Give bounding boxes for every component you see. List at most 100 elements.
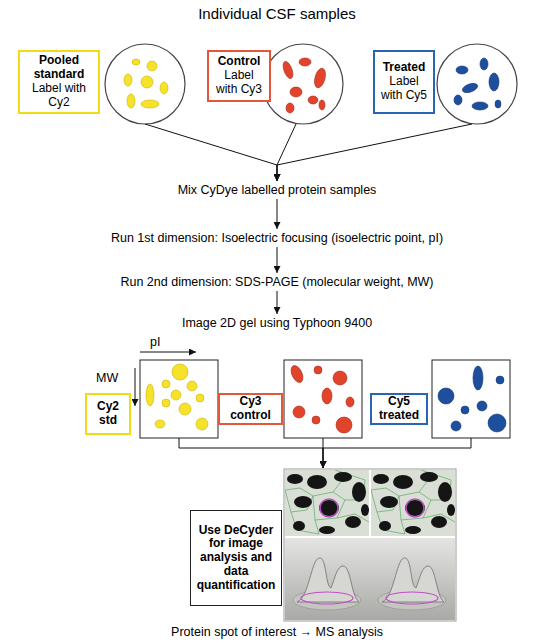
- node-text: Label with Cy5: [378, 75, 430, 103]
- axis-arrow: [140, 352, 196, 353]
- gel-scan-cy2: [187, 381, 197, 391]
- node-text: Treated: [383, 61, 426, 75]
- gel-scan-cy2: [140, 360, 218, 438]
- gel-scan-cy2: [140, 360, 218, 438]
- gel-scan-cy5: [477, 401, 487, 411]
- flow-arrow: [179, 438, 323, 468]
- sample-well-control: [281, 60, 295, 80]
- gel-scan-cy5: [473, 366, 483, 390]
- software-screenshot: [293, 558, 361, 610]
- gel-scan-cy3: [289, 364, 354, 433]
- channel-label-box: Cy3 control: [218, 360, 362, 438]
- sample-label-box: Pooled standardLabel with Cy2: [18, 44, 188, 124]
- sample-well-treated: [454, 58, 501, 110]
- flow-arrow: [323, 438, 471, 468]
- flow-arrow: [277, 247, 278, 273]
- sample-well-treated: [454, 95, 462, 105]
- process-step: Mix CyDye labelled protein samples: [60, 181, 494, 199]
- sample-label-box: ControlLabel with Cy3: [207, 44, 344, 124]
- gel-scan-cy2: [146, 364, 208, 430]
- connector-group: [145, 124, 472, 468]
- node-text: Run 1st dimension: Isoelectric focusing …: [111, 229, 443, 247]
- sample-well-treated: [437, 44, 517, 124]
- node-text: Mix CyDye labelled protein samples: [178, 181, 377, 199]
- sample-well-treated: [472, 102, 488, 110]
- sample-well-treated: [437, 44, 517, 124]
- node-text: Pooled standard: [23, 54, 95, 82]
- gel-scan-cy5: [496, 376, 504, 384]
- gel-scan-cy2: [162, 399, 170, 407]
- result-step: Protein spot of interest → MS analysis: [20, 623, 534, 641]
- gel-scan-cy5: [461, 406, 469, 414]
- flow-arrow: [277, 124, 296, 181]
- box-outline: Pooled standardLabel with Cy2: [18, 50, 100, 114]
- flow-arrow: [277, 291, 278, 314]
- software-screenshot: [371, 470, 455, 536]
- sample-well-control: [263, 44, 343, 124]
- sample-well-treated: [495, 100, 501, 108]
- node-text: Label with Cy3: [212, 69, 266, 97]
- sample-well-pooled: [124, 59, 168, 108]
- gel-scan-cy3: [284, 360, 362, 438]
- gel-scan-cy3: [336, 417, 352, 433]
- sample-well-pooled: [127, 94, 135, 108]
- flow-arrow: [277, 199, 278, 229]
- node-text: Cy5 treated: [375, 395, 423, 423]
- gel-scan-cy2: [196, 418, 208, 430]
- gel-scan-cy5: [432, 360, 510, 438]
- sample-well-treated: [480, 58, 488, 70]
- sample-well-treated: [456, 66, 468, 74]
- gel-scan-cy5: [488, 414, 506, 432]
- process-step: Image 2D gel using Typhoon 9400: [20, 314, 534, 332]
- sample-well-pooled: [147, 61, 157, 71]
- software-box: Use DeCyder for image analysis and data …: [190, 468, 455, 620]
- sample-well-control: [290, 87, 302, 97]
- flow-arrow: [145, 124, 277, 181]
- sample-well-control: [319, 100, 325, 110]
- node-text: Protein spot of interest → MS analysis: [171, 623, 383, 641]
- node-text: Use DeCyder for image analysis and data …: [194, 524, 278, 593]
- channel-label-box: Cy5 treated: [370, 360, 510, 438]
- sample-well-pooled: [141, 100, 159, 108]
- gel-scan-cy2: [162, 380, 170, 388]
- software-screenshot: [378, 558, 446, 610]
- node-text: Run 2nd dimension: SDS-PAGE (molecular w…: [120, 273, 433, 291]
- gel-scan-cy3: [314, 366, 322, 374]
- gel-scan-cy3: [289, 364, 306, 385]
- box-outline: Cy5 treated: [370, 393, 428, 425]
- sample-well-pooled: [124, 74, 132, 86]
- sample-well-pooled: [105, 44, 185, 124]
- sample-well-control: [308, 96, 318, 104]
- sample-well-control: [263, 44, 343, 124]
- sample-well-treated: [489, 73, 499, 91]
- box-outline: Cy2 std: [85, 393, 131, 435]
- gel-scan-cy3: [333, 371, 347, 385]
- gel-scan-cy2: [146, 384, 154, 406]
- gel-scan-cy3: [346, 397, 354, 407]
- sample-well-pooled: [132, 59, 140, 65]
- box-outline: ControlLabel with Cy3: [207, 50, 271, 102]
- axis-label: MW: [96, 370, 118, 386]
- software-screenshot: [285, 470, 369, 536]
- flow-arrow: [323, 438, 324, 468]
- gel-scan-cy3: [312, 416, 320, 424]
- sample-well-pooled: [105, 44, 185, 124]
- gel-scan-cy2: [172, 364, 188, 380]
- node-text: Cy3 control: [223, 395, 278, 423]
- sample-well-pooled: [141, 76, 153, 88]
- gel-scan-cy5: [432, 360, 510, 438]
- node-text: Cy2 std: [90, 400, 126, 428]
- axis-label: pI: [150, 334, 160, 350]
- gel-scan-cy3: [322, 388, 332, 404]
- software-screenshot: [284, 469, 456, 621]
- node-text: Image 2D gel using Typhoon 9400: [182, 314, 372, 332]
- gel-scan-cy5: [438, 388, 454, 404]
- node-text: Label with Cy2: [23, 82, 95, 110]
- box-outline: TreatedLabel with Cy5: [373, 50, 435, 114]
- gel-scan-cy3: [293, 406, 305, 418]
- figure-title: Individual CSF samples: [0, 4, 554, 24]
- software-screenshot: [284, 469, 456, 621]
- node-text: Control: [218, 55, 261, 69]
- process-step: Run 2nd dimension: SDS-PAGE (molecular w…: [20, 273, 534, 291]
